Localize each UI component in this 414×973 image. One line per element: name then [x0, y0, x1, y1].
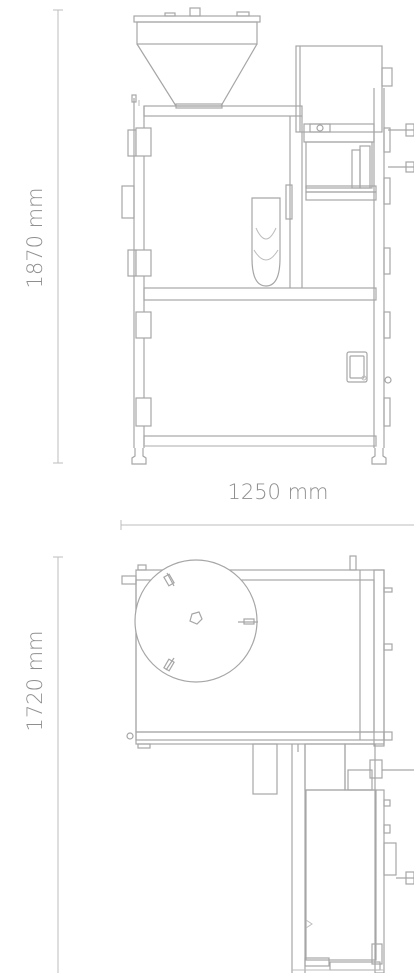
front-view	[121, 7, 414, 465]
depth-dimension-label: 1720 mm	[23, 630, 47, 731]
height-dimension-label: 1870 mm	[23, 187, 47, 288]
width-dimension-label: 1250 mm	[227, 480, 328, 504]
top-view	[121, 555, 414, 973]
dimension-lines	[53, 9, 414, 973]
